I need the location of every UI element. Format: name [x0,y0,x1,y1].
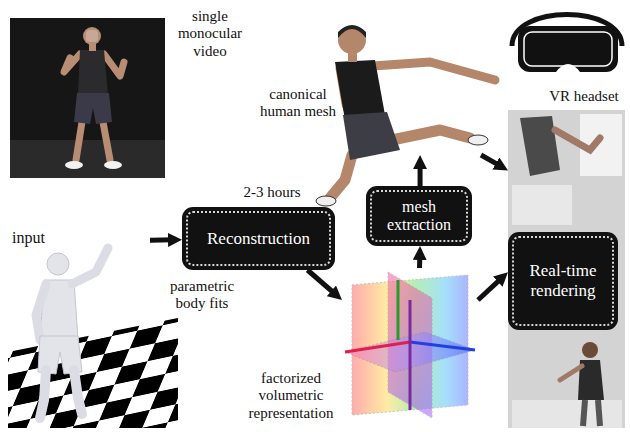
vr-headset-icon-part [518,26,618,72]
box-label: Reconstruction [207,229,310,249]
input-group: single monocular videoparametric body fi… [5,5,150,428]
factorized-planes-part [409,300,412,410]
flow-arrow [481,155,501,166]
video-frame-part [10,140,165,178]
vr-headset-icon [512,15,622,73]
vr-panel: Real-time renderingVR headset [508,110,625,428]
rendering-photos-part [582,342,598,358]
body-fit-figure-part [40,370,46,418]
video-frame-part [83,27,101,45]
human-mesh-figure-part [392,130,470,140]
duration-note: 2-3 hours [236,184,308,201]
human-mesh-figure [316,25,495,206]
rendering-photos-part [560,366,582,380]
video-frame-part [65,161,83,169]
body-fit-figure-part [8,318,178,428]
video-frame-part [86,30,98,42]
factorized-planes-part [345,342,410,352]
video-frame-part [104,54,124,76]
rendering-photos-part [520,116,560,176]
factorized-planes-part [410,342,475,350]
vr-headset-icon-part [524,32,612,66]
flow-arrow [418,163,423,186]
process-box: mesh extraction [366,186,472,246]
video-frame-part [10,18,165,178]
video-frame-part [76,122,82,160]
rendering-photos-part [512,185,572,225]
flow-arrow [478,278,502,300]
body-fit-figure-part [74,370,82,414]
video-frame-part [104,161,122,169]
video-frame-part [64,54,80,72]
body-fit-panel: parametric body fits [8,250,178,428]
process-box: Reconstruction [182,207,335,270]
body-fit-figure [8,248,178,428]
process-box: Real-time rendering [508,232,618,330]
flow-arrow [307,270,336,295]
rendering-photos-part [583,400,585,426]
caption: input [12,229,72,247]
box-label: mesh extraction [378,198,460,235]
rendering-photos-part [598,400,600,426]
video-frame [10,18,165,178]
factorized-planes [345,272,475,418]
caption: factorized volumetric representation [238,370,344,422]
caption: single monocular video [168,8,252,60]
rendering-photos [508,110,625,428]
factorized-planes-part [397,280,400,340]
flow-arrow [417,254,422,268]
rendering-photos-part [512,400,622,428]
box-label: Real-time rendering [520,261,606,300]
rendering-photos-part [508,110,625,428]
volume-panel: factorized volumetric representation [342,268,478,428]
body-fit-figure-part [36,284,46,340]
human-mesh-figure-part [335,60,385,120]
human-mesh-figure-part [316,196,336,206]
rendering-photos-part [555,130,600,150]
caption: canonical human mesh [258,86,338,121]
human-mesh-figure-part [373,62,495,80]
video-frame-part [74,93,112,124]
video-frame-part [103,122,110,160]
human-mesh-figure-part [338,26,366,54]
body-fit-figure-part [72,248,108,284]
caption: VR headset [542,88,626,105]
human-mesh-figure-part [338,25,366,38]
human-mesh-figure-part [330,155,352,198]
vr-headset-icon-part [556,64,580,72]
mesh-panel: canonical human mesh [265,18,505,155]
body-fit-figure-part [47,253,69,275]
human-mesh-figure-part [343,112,400,160]
video-frame-part [78,50,108,95]
human-mesh-figure-part [468,135,488,145]
caption: parametric body fits [158,278,246,313]
video-panel: single monocular video [10,18,165,178]
flow-arrow [150,237,174,242]
